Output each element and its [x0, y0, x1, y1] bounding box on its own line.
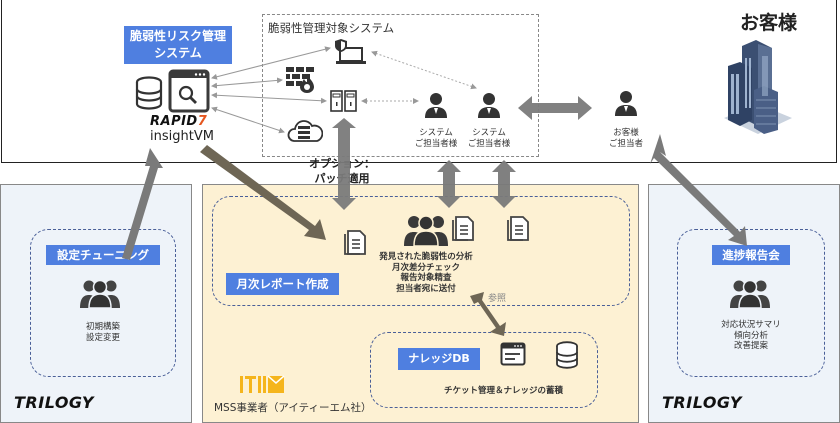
secure-laptop-icon [335, 39, 366, 64]
knowledge-db-caption: チケット管理＆ナレッジの蓄積 [444, 386, 564, 396]
system-contact-person-icon [478, 93, 500, 118]
trilogy-logo: TRILOGY [14, 393, 94, 412]
knowledge-db-label: ナレッジDB [398, 348, 480, 370]
settings-tuning-group [30, 229, 176, 377]
rapid7-logo: RAPID7 [150, 114, 208, 129]
report-document-icon [507, 216, 529, 241]
knowledge-database-icon [556, 341, 578, 369]
system-contact-person-icon [425, 93, 447, 118]
cloud-server-icon [287, 120, 323, 142]
report-document-icon [344, 230, 366, 255]
insightvm-product-name: insightVM [150, 129, 214, 144]
progress-report-topics: 対応状況サマリ 傾向分析 改善提案 [721, 320, 781, 351]
monthly-report-group [212, 196, 630, 306]
team-icon [730, 279, 770, 308]
settings-tuning-label: 設定チューニング [46, 245, 160, 265]
progress-report-group [677, 229, 825, 377]
analyst-team-icon [404, 215, 448, 246]
report-document-icon [452, 216, 474, 241]
customer-contact-person-icon [615, 91, 637, 116]
mss-provider-name: MSS事業者（アイティーエム社） [214, 402, 372, 414]
progress-report-label: 進捗報告会 [712, 245, 790, 265]
customer-contact-label: お客様 ご担当者 [608, 128, 643, 149]
analysis-tasks: 発見された脆弱性の分析 月次差分チェック 報告対象精査 担当者宛に送付 [379, 252, 473, 294]
team-icon [80, 279, 120, 308]
office-building-icon [724, 40, 792, 134]
database-icon [135, 76, 163, 110]
settings-tuning-tasks: 初期構築 設定変更 [85, 322, 120, 343]
itm-logo-icon [240, 375, 285, 393]
vuln-management-system-label: 脆弱性リスク管理 システム [124, 26, 232, 64]
system-contact-label: システム ご担当者様 [467, 128, 511, 149]
trilogy-logo: TRILOGY [662, 393, 742, 412]
ticket-window-icon [500, 342, 526, 366]
scanner-window-icon [168, 69, 210, 113]
target-system-title: 脆弱性管理対象システム [268, 21, 395, 35]
server-icon [330, 90, 357, 112]
reference-label: 参照 [488, 294, 507, 304]
monthly-report-label: 月次レポート作成 [226, 273, 339, 295]
option-patch-label: オプション： パッチ適用 [309, 157, 375, 185]
system-contact-label: システム ご担当者様 [414, 128, 458, 149]
firewall-icon [286, 67, 314, 93]
customer-title: お客様 [740, 12, 798, 34]
